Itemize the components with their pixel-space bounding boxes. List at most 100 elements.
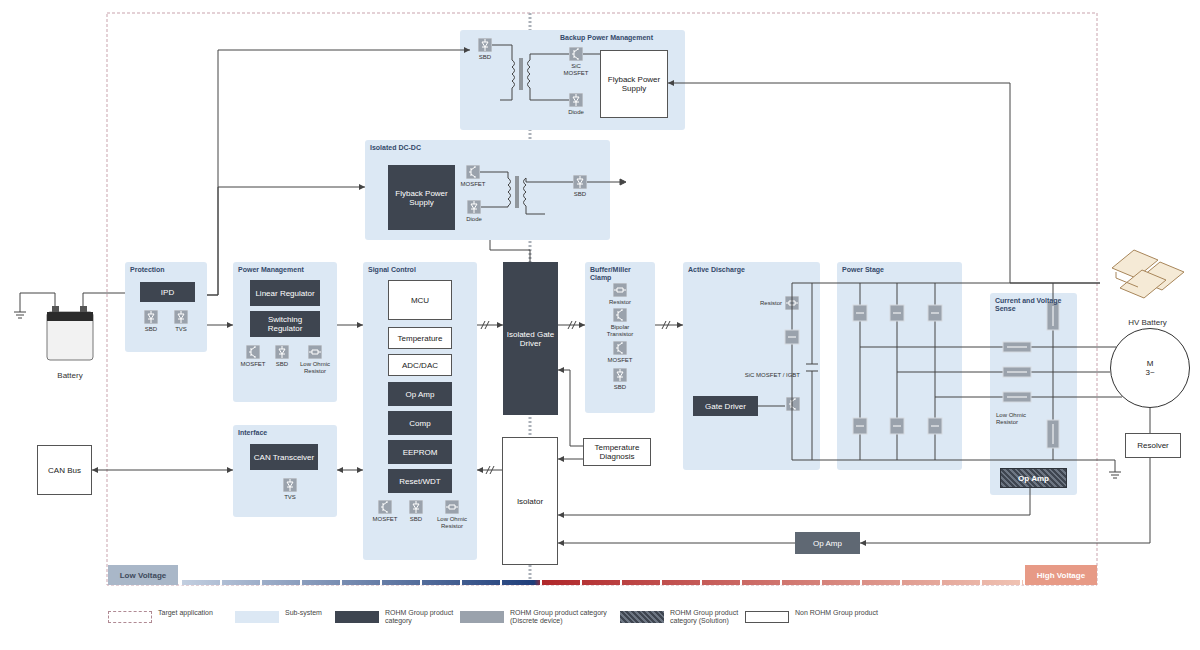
connector (668, 83, 1100, 283)
node-text: Op Amp (406, 390, 435, 399)
external-box: Temperature Diagnosis (583, 438, 651, 466)
node-text: Temperature Diagnosis (586, 443, 648, 461)
subsystem-box: Power ManagementLinear RegulatorSwitchin… (233, 262, 337, 402)
component-icon (573, 175, 587, 189)
node-text: Backup Power Management (460, 30, 685, 42)
component-icon (144, 310, 158, 324)
target-frame (107, 13, 1097, 585)
node-text: MOSFET (241, 361, 266, 368)
component: Resistor (735, 296, 799, 310)
external-box: Isolator (502, 437, 558, 565)
legend-swatch (108, 611, 152, 623)
connector (207, 187, 365, 295)
node-text: Diode (466, 216, 482, 223)
node-text: MOSFET (461, 181, 486, 188)
legend-swatch (335, 611, 379, 623)
node-text: Switching Regulator (252, 315, 318, 333)
external-box: CAN Bus (37, 445, 92, 495)
legend-swatch (235, 611, 279, 623)
connector (558, 370, 583, 446)
component-label: Low Ohmic Resistor (996, 412, 1044, 426)
component-icon (467, 200, 481, 214)
node-text: Buffer/Miller Clamp (585, 262, 655, 282)
node-text: M (1147, 359, 1154, 368)
legend-swatch (745, 611, 789, 623)
illustration-label: Battery (40, 305, 100, 380)
node-text: Comp (409, 419, 430, 428)
connector (558, 543, 795, 544)
legend-swatch (460, 611, 504, 623)
component-icon (569, 47, 583, 61)
node-text: Reset/WDT (399, 477, 440, 486)
component-icon (478, 38, 492, 52)
external-box: Resolver (1125, 433, 1181, 458)
component: Low Ohmic Resistor (432, 500, 472, 530)
component-icon (569, 93, 583, 107)
node-text: SBD (145, 326, 157, 333)
component: MOSFET (238, 345, 268, 368)
gradient-gaps (180, 580, 1023, 586)
discrete-box: Op Amp (795, 532, 860, 554)
component: SBD (402, 500, 430, 523)
product-box: Isolated Gate Driver (503, 262, 558, 415)
component: Diode (460, 200, 488, 223)
component: SiC MOSFET (558, 47, 594, 77)
external-box: Flyback Power Supply (600, 50, 668, 118)
node-text: Linear Regulator (255, 289, 314, 298)
node-text: Isolator (517, 497, 543, 506)
component: Diode (561, 93, 591, 116)
component: MOSFET (458, 165, 488, 188)
node-text: Active Discharge (683, 262, 820, 274)
product-box: Comp (388, 411, 452, 435)
node-text: Protection (125, 262, 207, 274)
connector (83, 293, 125, 305)
voltage-label: High Voltage (1037, 571, 1085, 580)
component: MOSFET (600, 341, 640, 364)
node-text: Low Ohmic Resistor (432, 516, 472, 530)
product-box: Reset/WDT (388, 469, 452, 493)
component-icon (613, 341, 627, 355)
node-text: Diode (568, 109, 584, 116)
node-text: Current and Voltage Sense (990, 293, 1077, 313)
node-text: Op Amp (1018, 474, 1049, 483)
component: TVS (168, 310, 194, 333)
node-text: Temperature (398, 334, 443, 343)
component-icon (246, 345, 260, 359)
low-voltage-band (108, 565, 178, 585)
component-icon (174, 310, 188, 324)
component-icon (445, 500, 459, 514)
node-text: TVS (284, 494, 296, 501)
node-text: TVS (175, 326, 187, 333)
component-icon (613, 283, 627, 297)
component-icon (308, 345, 322, 359)
connector (477, 325, 503, 326)
connector (655, 325, 683, 326)
legend-text: ROHM Group product category (385, 609, 454, 625)
node-text: Flyback Power Supply (603, 75, 665, 93)
connector (1150, 408, 1151, 433)
connector (558, 488, 1030, 515)
component: SBD (565, 175, 595, 198)
node-text: Battery (57, 371, 82, 380)
legend-text: Target application (158, 609, 229, 617)
product-box: Linear Regulator (250, 280, 320, 306)
node-text: Op Amp (813, 539, 842, 548)
external-box: MCU (388, 280, 452, 320)
node-text: ADC/DAC (402, 361, 438, 370)
voltage-band: Low Voltage (108, 565, 178, 585)
component-icon (283, 478, 297, 492)
product-box: Op Amp (388, 382, 452, 406)
legend-swatch (620, 611, 664, 623)
node-text: IPD (161, 288, 174, 297)
node-text: Signal Control (363, 262, 477, 274)
node-text: Gate Driver (705, 402, 746, 411)
voltage-gradient (180, 580, 1023, 585)
battery-illustration (14, 293, 93, 360)
legend-text: Sub-system (285, 609, 329, 617)
node-text: Low Ohmic Resistor (296, 361, 334, 375)
node-text: Bipolar Transistor (600, 324, 640, 338)
connector (490, 240, 530, 262)
node-text: Power Management (233, 262, 337, 274)
